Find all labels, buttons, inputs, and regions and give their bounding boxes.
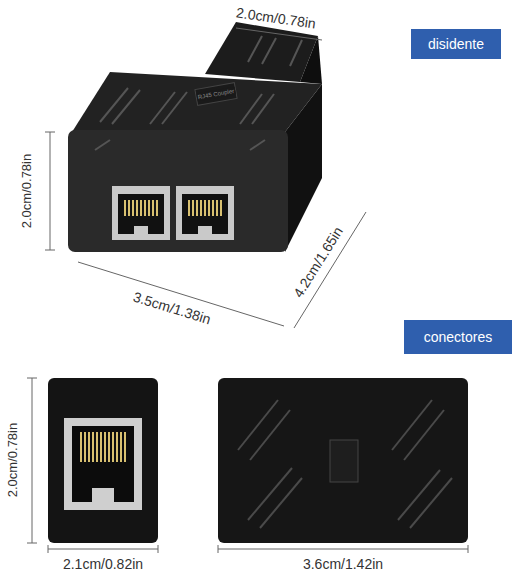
rj45-port (112, 186, 234, 240)
box-label: conectores (424, 329, 492, 345)
dimension-label: 2.1cm/0.82in (61, 556, 145, 572)
dimension-label: 3.6cm/1.42in (301, 556, 385, 572)
splitter-body (68, 22, 322, 252)
coupler-front (48, 378, 158, 543)
dimension-label: 2.0cm/0.78in (5, 421, 20, 499)
coupler-side (218, 378, 468, 543)
dimension-label: 3.5cm/1.38in (129, 288, 214, 328)
label-box: conectores (404, 320, 512, 354)
dimension-line (27, 28, 468, 553)
label-box: disidente (411, 29, 501, 59)
dimension-label: 2.0cm/0.78in (19, 152, 34, 230)
box-label: disidente (428, 36, 484, 52)
